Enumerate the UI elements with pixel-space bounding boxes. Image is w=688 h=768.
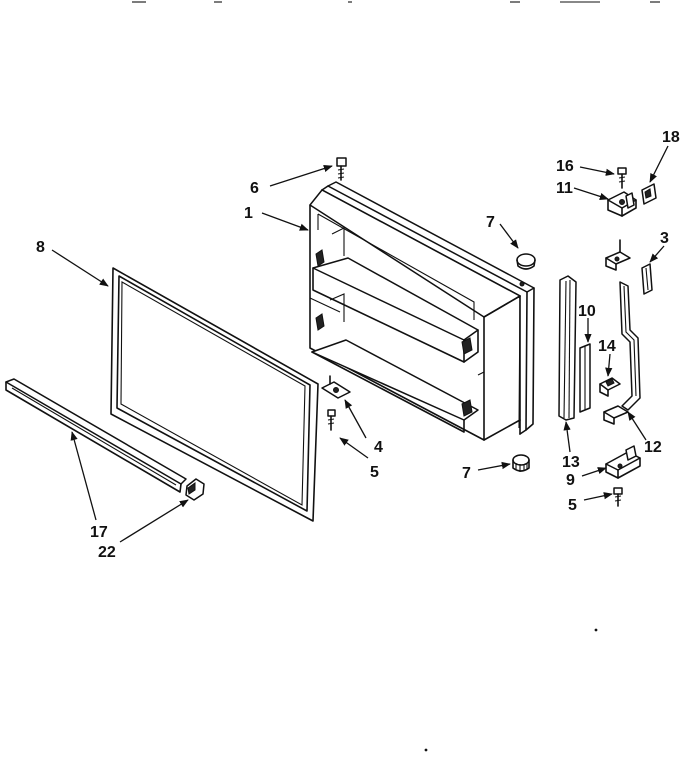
label-part-18: 18	[662, 129, 680, 146]
door-stop-bracket	[321, 375, 351, 399]
top-hinge	[607, 191, 637, 217]
leader-lines	[51, 145, 669, 543]
end-cap	[185, 478, 205, 501]
trim-strip	[5, 378, 187, 493]
scan-dot	[424, 748, 428, 752]
hole-plug-bottom	[512, 454, 530, 472]
label-part-12: 12	[644, 439, 662, 456]
label-part-8: 8	[36, 239, 45, 256]
bottom-hinge-screw	[613, 487, 623, 507]
label-part-16: 16	[556, 158, 574, 175]
hinge-screw-top	[336, 157, 347, 181]
label-part-5-door: 5	[370, 464, 379, 481]
clip	[599, 377, 621, 397]
scan-dot	[594, 628, 598, 632]
hinge-bar	[603, 239, 641, 425]
hole-plug-top	[516, 253, 536, 287]
label-part-7-bottom: 7	[462, 465, 471, 482]
label-part-22: 22	[98, 544, 116, 561]
label-part-3: 3	[660, 230, 669, 247]
label-part-17: 17	[90, 524, 108, 541]
spacer	[641, 263, 653, 295]
bottom-hinge	[605, 445, 641, 479]
shim	[641, 183, 657, 205]
door-gasket	[110, 267, 319, 522]
hinge-screw	[617, 167, 627, 189]
part-labels: 6 1 7 8 4 5 7 17 22 16 11 18 3 10 14 12 …	[36, 129, 680, 561]
label-part-4: 4	[374, 439, 383, 456]
narrow-strip	[579, 343, 591, 413]
label-part-14: 14	[598, 338, 616, 355]
label-part-6: 6	[250, 180, 259, 197]
vertical-strip	[558, 275, 577, 421]
door-liner	[309, 181, 535, 441]
label-part-13: 13	[562, 454, 580, 471]
label-part-7-top: 7	[486, 214, 495, 231]
label-part-10: 10	[578, 303, 596, 320]
label-part-11: 11	[556, 180, 573, 197]
label-part-1: 1	[244, 205, 253, 222]
bracket-screw	[327, 409, 336, 431]
label-part-9: 9	[566, 472, 575, 489]
label-part-5-hinge: 5	[568, 497, 577, 514]
